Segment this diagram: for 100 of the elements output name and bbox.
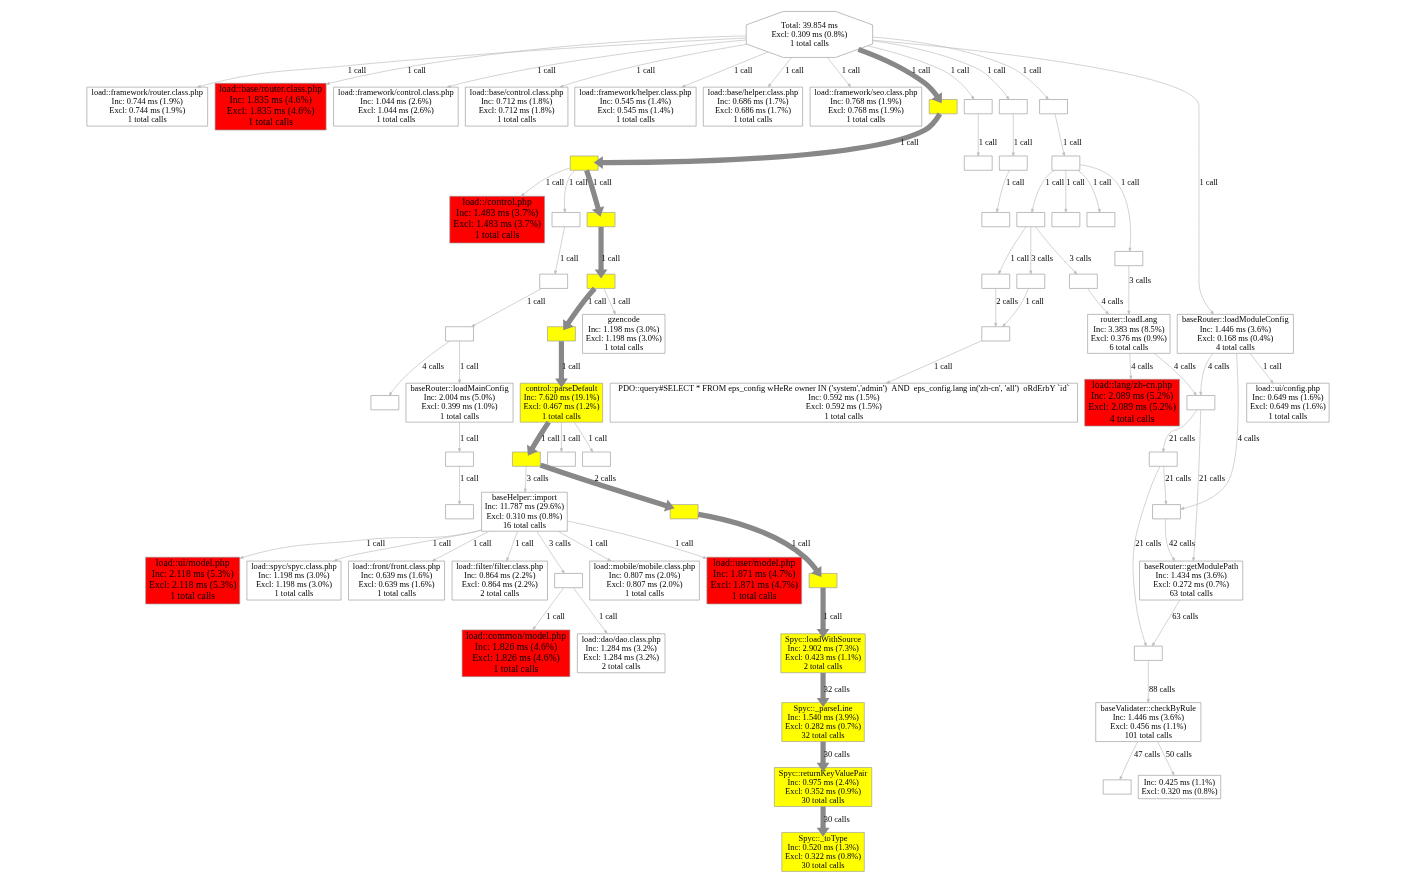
edge-label: 1 call [561, 432, 580, 443]
node-box: baseRouter::loadModuleConfig Inc: 1.446 ms (3.6%) Excl: 0.168 ms (0.4%) 4 total calls [1176, 313, 1294, 354]
edge-label: 1 call [1092, 176, 1111, 187]
edge-label: 1 call [459, 360, 478, 371]
node-box: Inc: 0.425 ms (1.1%) Excl: 0.320 ms (0.8%) [1137, 774, 1221, 799]
edge-label: 1 call [1024, 295, 1044, 306]
node-box: Spyc::_toType Inc: 0.520 ms (1.3%) Excl: 0.322 ms (0.8%) 30 total calls [781, 831, 865, 872]
node-box [1148, 451, 1178, 467]
node-box: load::framework/seo.class.php Inc: 0.768 ms (1.9%) Excl: 0.768 ms (1.9%) 1 total calls [809, 86, 922, 126]
node-box: load::filter/filter.class.php Inc: 0.864 ms (2.2%) Excl: 0.864 ms (2.2%) 2 total calls [451, 560, 548, 600]
node-box [1051, 155, 1080, 171]
arrow [1128, 352, 1132, 379]
node-box: load::lang/zh-cn.php Inc: 2.089 ms (5.2%) Excl: 2.089 ms (5.2%) 4 total calls [1083, 378, 1180, 426]
node-box [669, 503, 698, 519]
node-box: gzencode Inc: 1.198 ms (3.0%) Excl: 1.198 ms (3.0%) 1 total calls [581, 313, 665, 354]
arrow [1151, 599, 1180, 646]
edge-label: 1 call [592, 176, 612, 187]
arrow [559, 43, 747, 87]
arrow [1079, 163, 1131, 252]
edge-label: 88 calls [1148, 683, 1175, 694]
arrow [826, 56, 851, 87]
node-box [808, 572, 837, 588]
node-box [980, 273, 1010, 289]
node-box: load::common/model.php Inc: 1.826 ms (4.6%) Excl: 1.826 ms (4.6%) 1 total calls [461, 629, 570, 677]
edge-label: 1 call [459, 472, 478, 483]
edge-label: 2 calls [593, 472, 616, 483]
node-box [511, 451, 541, 467]
edge-label: 21 calls [1164, 472, 1191, 483]
arrow [871, 39, 1009, 100]
arrow [593, 112, 942, 169]
arrow [325, 35, 747, 85]
edge-label: 1 call [733, 64, 752, 74]
edge-label: 1 call [950, 64, 969, 74]
edge-label: 1 call [791, 537, 810, 548]
edge-label: 1 call [601, 252, 620, 263]
edge-label: 1 call [598, 610, 617, 621]
edge-label: 1 call [540, 432, 560, 443]
arrow [562, 169, 575, 213]
node-box [1016, 211, 1045, 227]
node-box: baseHelper::import Inc: 11.787 ms (29.6%) Excl: 0.310 ms (0.8%) 16 total calls [480, 491, 568, 532]
arrow [1179, 352, 1238, 510]
edge-label: 1 call [347, 64, 366, 74]
edge-label: 1 call [588, 537, 608, 548]
node-box [546, 451, 576, 467]
arrow [816, 587, 829, 638]
arrow [557, 530, 611, 561]
node-box [370, 394, 399, 410]
arrow [1132, 465, 1160, 646]
edge-label: 1 call [406, 64, 426, 74]
arrow [573, 421, 593, 452]
node-box [586, 211, 615, 227]
node-box: control::parseDefault Inc: 7.620 ms (19.1%) Excl: 0.467 ms (1.2%) 1 total calls [519, 382, 603, 422]
edge-label: 1 call [545, 176, 564, 187]
arrow [857, 46, 942, 103]
node-box [980, 325, 1010, 341]
arrow [431, 530, 489, 561]
node-box: load::dao/dao.class.php Inc: 1.284 ms (3.2%) Excl: 1.284 ms (3.2%) 2 total calls [576, 632, 665, 673]
arrow [993, 287, 997, 327]
edge-label: 1 call [514, 537, 534, 548]
edge-label: 1 call [1010, 252, 1029, 263]
node-box: load::/control.php Inc: 1.483 ms (3.7%) Excl: 1.483 ms (3.7%) 1 total calls [448, 195, 545, 243]
node-box [998, 155, 1028, 171]
node-box: baseRouter::loadMainConfig Inc: 2.004 ms (5.0%) Excl: 0.399 ms (1.0%) 1 total calls [405, 382, 513, 422]
arrow [603, 287, 616, 315]
node-box: Spyc::returnKeyValuePair Inc: 0.975 ms (2.4%) Excl: 0.352 ms (0.9%) 30 total calls [773, 766, 872, 807]
edge-label: 1 call [1005, 176, 1024, 187]
edge-label: 1 call [911, 64, 930, 74]
node-box: load::user/model.php Inc: 1.871 ms (4.7%) Excl: 1.871 ms (4.7%) 1 total calls [706, 556, 802, 604]
arrow [1164, 518, 1175, 561]
arrow [536, 530, 565, 574]
edge-label: 30 calls [823, 748, 850, 759]
arrow [559, 421, 563, 452]
arrow [1076, 169, 1101, 213]
edge-label: 47 calls [1133, 748, 1160, 759]
edge-label: 1 call [1120, 176, 1139, 187]
edge-label: 1 call [899, 136, 919, 147]
arrow [680, 51, 768, 87]
edge-label: 1 call [526, 295, 545, 306]
arrow [976, 113, 980, 156]
arrow [1030, 169, 1055, 213]
node-box [1102, 779, 1131, 794]
node-box: load::front/front.class.php Inc: 0.639 ms (1.6%) Excl: 0.639 ms (1.6%) 1 total calls [347, 560, 445, 600]
edge-label: 3 calls [548, 537, 571, 548]
arrow [1086, 287, 1109, 315]
edge-label: 3 calls [1030, 252, 1053, 263]
node-box: Spyc::loadWithSource Inc: 2.902 ms (7.3%) Excl: 0.423 ms (1.1%) 2 total calls [780, 632, 866, 673]
arrow [767, 56, 792, 87]
arrow [1162, 465, 1167, 505]
edge-label: 42 calls [1168, 537, 1195, 548]
edge-label: 4 calls [1237, 432, 1259, 443]
arrow [332, 529, 482, 561]
arrow [457, 465, 461, 505]
edge-label: 4 calls [1207, 360, 1230, 371]
edge-label: 1 call [1065, 176, 1085, 187]
arrow [871, 39, 1214, 314]
edge-label: 3 calls [1128, 274, 1151, 285]
edge-label: 3 calls [526, 472, 549, 483]
node-box [553, 572, 583, 588]
edge-label: 1 call [366, 537, 385, 548]
edge-label: 1 call [459, 432, 478, 443]
